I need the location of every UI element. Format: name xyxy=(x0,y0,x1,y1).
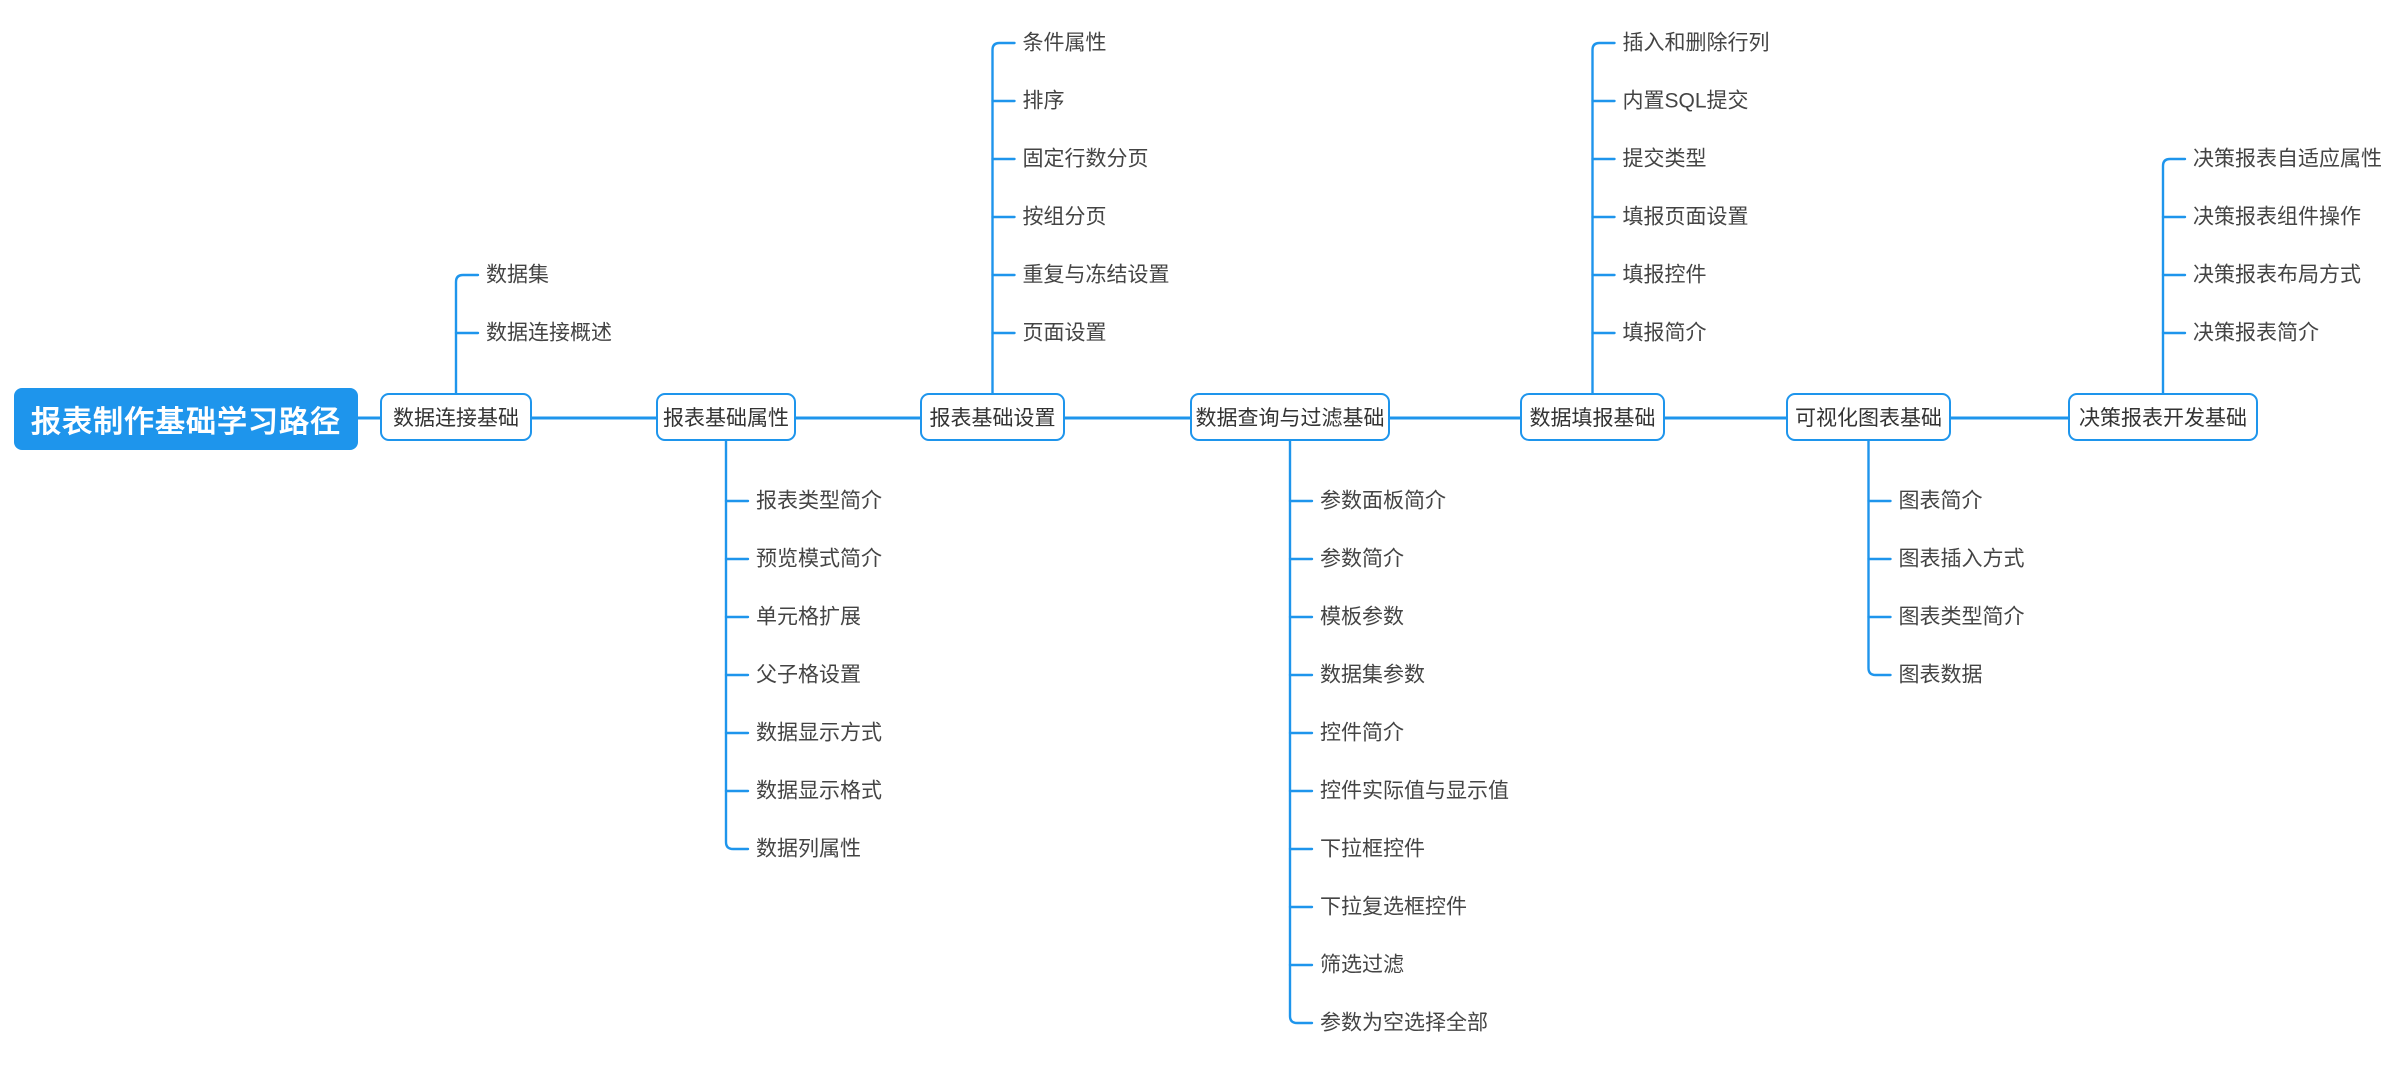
branch-node-label: 决策报表开发基础 xyxy=(2079,407,2247,430)
leaf-label[interactable]: 决策报表简介 xyxy=(2193,321,2319,345)
branch-node-3[interactable]: 报表基础设置 xyxy=(920,393,1065,441)
leaf-label[interactable]: 数据集参数 xyxy=(1320,663,1425,687)
branch-node-label: 可视化图表基础 xyxy=(1795,407,1942,430)
leaf-label[interactable]: 固定行数分页 xyxy=(1022,147,1149,171)
leaf-label[interactable]: 图表数据 xyxy=(1898,663,1983,687)
leaf-label[interactable]: 单元格扩展 xyxy=(756,605,861,629)
leaf-label[interactable]: 数据集 xyxy=(486,263,549,287)
leaf-label[interactable]: 提交类型 xyxy=(1622,147,1707,171)
leaf-label[interactable]: 条件属性 xyxy=(1022,31,1107,55)
branch-node-label: 数据填报基础 xyxy=(1529,407,1656,430)
leaf-label[interactable]: 控件实际值与显示值 xyxy=(1320,779,1509,803)
leaf-label[interactable]: 数据显示格式 xyxy=(756,779,882,803)
branch-node-4[interactable]: 数据查询与过滤基础 xyxy=(1190,393,1390,441)
leaf-label[interactable]: 图表插入方式 xyxy=(1898,547,2025,571)
branch-node-1[interactable]: 数据连接基础 xyxy=(380,393,532,441)
branch-node-label: 报表基础属性 xyxy=(663,407,789,430)
leaf-label[interactable]: 重复与冻结设置 xyxy=(1022,263,1170,287)
leaf-label[interactable]: 内置SQL提交 xyxy=(1622,89,1749,113)
branch-node-label: 报表基础设置 xyxy=(929,407,1056,430)
leaf-label[interactable]: 填报页面设置 xyxy=(1622,205,1749,229)
leaf-label[interactable]: 模板参数 xyxy=(1320,605,1404,629)
leaf-label[interactable]: 报表类型简介 xyxy=(756,489,882,513)
leaf-label[interactable]: 决策报表组件操作 xyxy=(2193,205,2361,229)
leaf-label[interactable]: 填报控件 xyxy=(1622,263,1707,287)
leaf-label[interactable]: 图表类型简介 xyxy=(1898,605,2025,629)
leaf-label[interactable]: 页面设置 xyxy=(1022,321,1107,345)
branch-node-label: 数据连接基础 xyxy=(393,407,519,430)
leaf-label[interactable]: 填报简介 xyxy=(1622,321,1707,345)
leaf-label[interactable]: 数据列属性 xyxy=(756,837,861,861)
leaf-label[interactable]: 参数为空选择全部 xyxy=(1320,1011,1488,1035)
leaf-label[interactable]: 按组分页 xyxy=(1022,205,1107,229)
leaf-label[interactable]: 图表简介 xyxy=(1898,489,1983,513)
leaf-label[interactable]: 插入和删除行列 xyxy=(1622,31,1770,55)
leaf-label[interactable]: 决策报表自适应属性 xyxy=(2193,147,2382,171)
branch-node-5[interactable]: 数据填报基础 xyxy=(1520,393,1665,441)
leaf-label[interactable]: 父子格设置 xyxy=(756,663,861,687)
leaf-label[interactable]: 数据连接概述 xyxy=(486,321,612,345)
leaf-label[interactable]: 决策报表布局方式 xyxy=(2193,263,2361,287)
branch-node-7[interactable]: 决策报表开发基础 xyxy=(2068,393,2258,441)
leaf-label[interactable]: 预览模式简介 xyxy=(756,547,882,571)
branch-node-2[interactable]: 报表基础属性 xyxy=(656,393,796,441)
leaf-label[interactable]: 下拉框控件 xyxy=(1320,837,1425,861)
leaf-label[interactable]: 参数面板简介 xyxy=(1320,489,1446,513)
leaf-label[interactable]: 筛选过滤 xyxy=(1320,953,1404,977)
leaf-label[interactable]: 下拉复选框控件 xyxy=(1320,895,1467,919)
leaf-label[interactable]: 控件简介 xyxy=(1320,721,1404,745)
leaf-label[interactable]: 参数简介 xyxy=(1320,547,1404,571)
branch-node-label: 数据查询与过滤基础 xyxy=(1195,407,1385,430)
leaf-label[interactable]: 数据显示方式 xyxy=(756,721,882,745)
branch-node-6[interactable]: 可视化图表基础 xyxy=(1786,393,1951,441)
root-node[interactable]: 报表制作基础学习路径 xyxy=(14,388,358,450)
leaf-label[interactable]: 排序 xyxy=(1022,89,1065,113)
